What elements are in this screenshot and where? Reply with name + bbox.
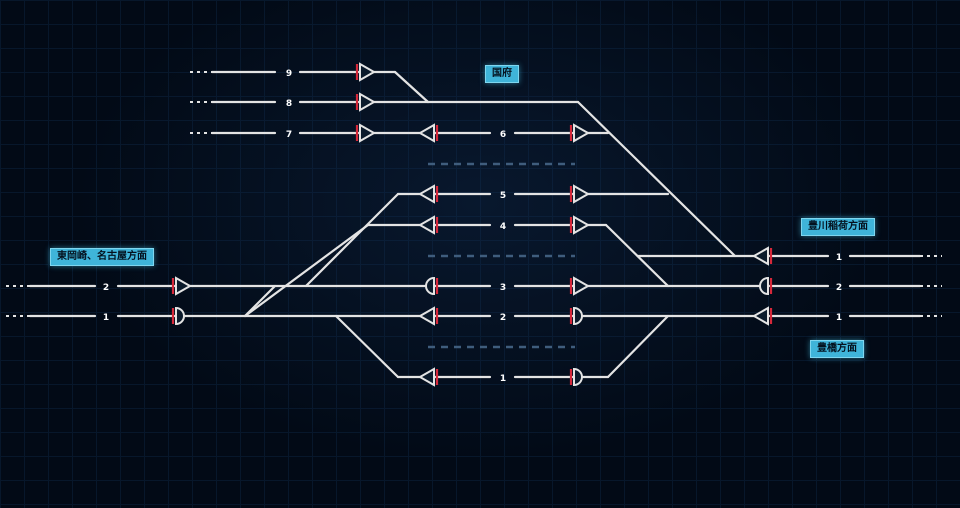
signal-track-5-left [417, 184, 439, 204]
signal-right-main-1 [751, 306, 773, 326]
platforms [428, 162, 575, 349]
signal-siding-9 [355, 62, 377, 82]
track-4-crossover [604, 223, 670, 288]
signal-track-6-right [569, 123, 591, 143]
track-number: 1 [836, 253, 842, 263]
siding-8-connector [576, 100, 737, 258]
track-number: 1 [836, 313, 842, 323]
track-number: 6 [500, 130, 506, 140]
signal-triangle-icon [417, 215, 435, 235]
signal-semicircle-icon [175, 306, 185, 326]
signal-siding-7 [355, 123, 377, 143]
track-number: 3 [500, 283, 506, 293]
track-1-crossover [606, 314, 670, 379]
main-crossover [243, 284, 277, 318]
signal-triangle-icon [359, 123, 377, 143]
signals [171, 62, 773, 387]
track-number: 5 [500, 191, 506, 201]
track-number: 4 [500, 222, 506, 232]
track-number: 2 [103, 283, 109, 293]
track-number: 9 [286, 69, 292, 79]
signal-track-2-left [417, 306, 439, 326]
signal-triangle-icon [417, 367, 435, 387]
signal-track-2-right [569, 306, 583, 326]
signal-triangle-icon [417, 306, 435, 326]
signal-triangle-icon [573, 276, 591, 296]
signal-semicircle-icon [573, 306, 583, 326]
signal-track-3-left [425, 276, 439, 296]
signal-triangle-icon [417, 184, 435, 204]
direction-label-higashiokazaki: 東岡崎、名古屋方面 [50, 248, 154, 266]
direction-label-kokufu: 国府 [485, 65, 519, 83]
track-number: 2 [500, 313, 506, 323]
direction-label-toyohashi: 豊橋方面 [810, 340, 864, 358]
signal-right-toyokawa-1 [751, 246, 773, 266]
signal-semicircle-icon [425, 276, 435, 296]
signal-left-main-2 [171, 276, 193, 296]
signal-triangle-icon [573, 215, 591, 235]
track-4-crossover [243, 223, 370, 318]
signal-semicircle-icon [573, 367, 583, 387]
signal-triangle-icon [573, 123, 591, 143]
signal-triangle-icon [359, 62, 377, 82]
track-number: 7 [286, 130, 292, 140]
track-number: 8 [286, 99, 292, 109]
track-number: 1 [103, 313, 109, 323]
signal-triangle-icon [175, 276, 193, 296]
signal-left-main-1 [171, 306, 185, 326]
signal-right-main-2 [759, 276, 773, 296]
track-number: 1 [500, 374, 506, 384]
direction-label-toyokawainari: 豊川稲荷方面 [801, 218, 875, 236]
signal-track-4-left [417, 215, 439, 235]
track-1-crossover [334, 314, 400, 379]
signal-triangle-icon [417, 123, 435, 143]
signal-semicircle-icon [759, 276, 769, 296]
signal-track-5-right [569, 184, 591, 204]
siding-9-crossover [393, 70, 430, 104]
signal-triangle-icon [359, 92, 377, 112]
signal-track-3-right [569, 276, 591, 296]
track-5-crossover [304, 192, 400, 288]
signal-track-1-left [417, 367, 439, 387]
signal-track-4-right [569, 215, 591, 235]
signal-triangle-icon [751, 306, 769, 326]
signal-track-6-left [417, 123, 439, 143]
signal-track-1-right [569, 367, 583, 387]
track-numbers: 9 8 7 6 5 4 3 2 1 2 1 1 2 1 [103, 69, 842, 384]
signal-triangle-icon [573, 184, 591, 204]
signal-siding-8 [355, 92, 377, 112]
track-number: 2 [836, 283, 842, 293]
signal-triangle-icon [751, 246, 769, 266]
